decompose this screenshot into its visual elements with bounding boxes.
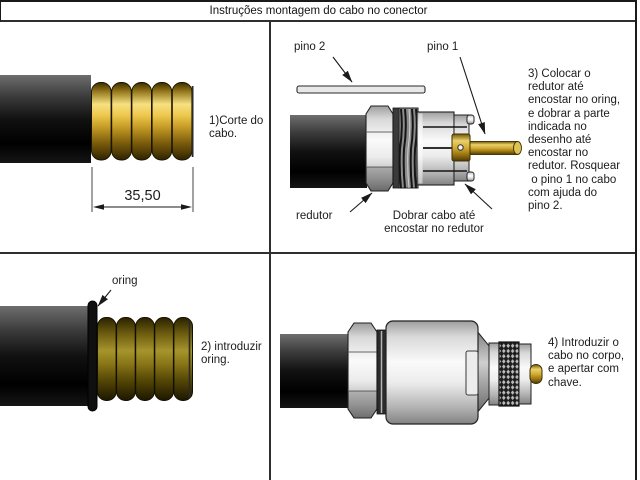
oring-leader-arrow <box>97 289 112 307</box>
cable-jacket <box>0 75 91 163</box>
drawing-step3-connector <box>290 56 522 213</box>
drawing-step4-assembled <box>280 320 543 425</box>
pin2-rod <box>296 85 426 94</box>
vertical-divider <box>269 22 271 480</box>
step4-instruction: 4) Introduzir o cabo no corpo, e apertar… <box>548 337 625 389</box>
step2-instruction: 2) introduzir oring. <box>201 341 262 367</box>
gold-tip <box>529 364 543 384</box>
page-title: Instruções montagem do cabo no conector <box>209 5 428 17</box>
gasket-ring <box>376 329 387 415</box>
dimension-value: 35,50 <box>124 188 161 204</box>
pin1-center-pin <box>451 133 522 162</box>
washer-ring <box>392 107 400 189</box>
drawing-step1-cut-cable <box>0 75 194 212</box>
corrugated-braid <box>97 317 193 401</box>
leader-arrows <box>332 56 493 213</box>
flange-left <box>488 342 501 406</box>
cable-jacket <box>0 306 90 406</box>
oring-label: oring <box>112 275 138 287</box>
oring <box>87 300 98 412</box>
step1-instruction: 1)Corte do cabo. <box>209 115 264 141</box>
connector-body <box>385 320 479 425</box>
horizontal-divider <box>0 252 637 254</box>
pino1-label: pino 1 <box>427 41 459 53</box>
flange-right <box>518 343 532 405</box>
step3-instruction: 3) Colocar o redutor até encostar no ori… <box>528 68 621 213</box>
dobrar-label: Dobrar cabo até encostar no redutor <box>384 210 484 236</box>
hex-nut <box>347 322 378 419</box>
cable-jacket <box>290 115 367 188</box>
title-bar: Instruções montagem do cabo no conector <box>0 0 637 22</box>
dimension-35-50 <box>91 167 194 212</box>
cable-jacket <box>280 334 352 408</box>
corrugated-braid <box>91 82 193 161</box>
redutor-label: redutor <box>296 210 333 222</box>
right-border <box>635 0 637 480</box>
drawing-step2-oring <box>0 289 193 412</box>
knurled-ring <box>498 341 520 407</box>
reducer-hex-nut <box>365 105 394 192</box>
threaded-section <box>398 107 419 189</box>
pino2-label: pino 2 <box>294 41 326 53</box>
body-notch <box>465 350 479 396</box>
